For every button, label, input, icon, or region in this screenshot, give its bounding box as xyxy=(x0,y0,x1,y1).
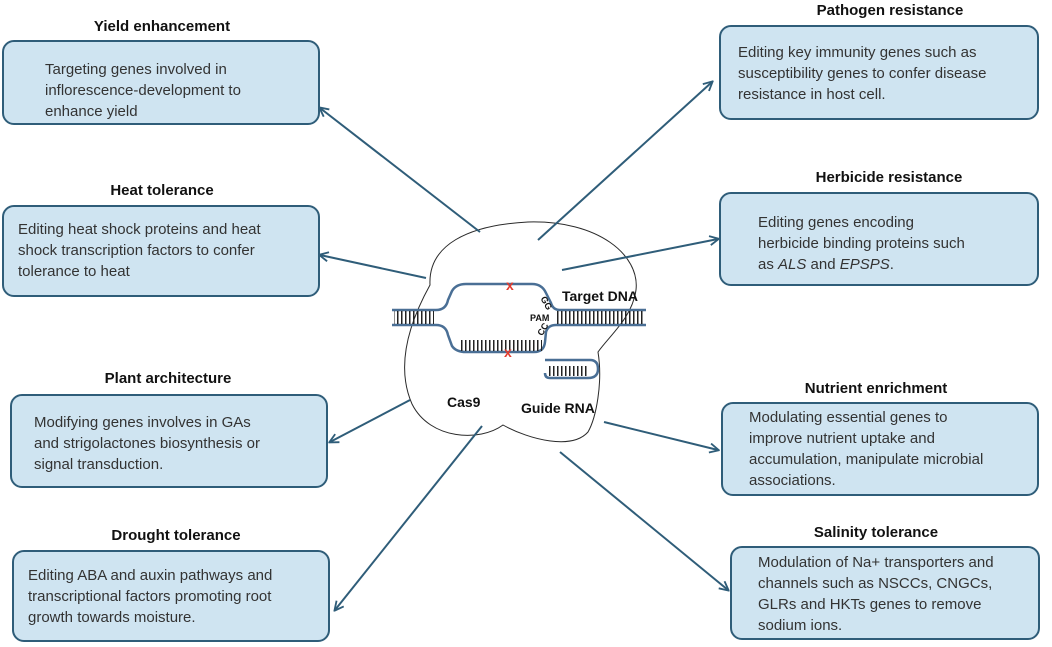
yield-enhancement-title: Yield enhancement xyxy=(93,18,231,35)
cas9-protein-outline xyxy=(404,221,637,443)
arrow-yield xyxy=(320,108,481,233)
salinity-line-4: sodium ions. xyxy=(758,617,843,634)
pathogen-resistance-title: Pathogen resistance xyxy=(816,2,964,19)
pathogen-resistance-card: Editing key immunity genes such as susce… xyxy=(719,25,1039,120)
drought-line-2: transcriptional factors promoting root xyxy=(28,588,272,605)
cut-site-bottom: x xyxy=(504,344,512,360)
drought-line-3: growth towards moisture. xyxy=(28,609,196,626)
pam-bases-bottom: CC xyxy=(535,321,550,338)
target-dna xyxy=(392,282,646,354)
drought-tolerance-title: Drought tolerance xyxy=(111,527,241,544)
yield-line-3: enhance yield xyxy=(45,103,138,120)
herbicide-line-3-pre: as xyxy=(758,256,779,273)
architecture-line-1: Modifying genes involves in GAs xyxy=(34,414,251,431)
salinity-line-2: channels such as NSCCs, CNGCs, xyxy=(758,575,993,592)
salinity-line-3: GLRs and HKTs genes to remove xyxy=(758,596,982,613)
drought-tolerance-card: Editing ABA and auxin pathways and trans… xyxy=(12,550,330,642)
nutrient-line-1: Modulating essential genes to xyxy=(749,409,948,426)
salinity-tolerance-card: Modulation of Na+ transporters and chann… xyxy=(730,546,1040,640)
gene-epsps: EPSPS xyxy=(839,256,890,273)
guide-rna-label: Guide RNA xyxy=(521,400,595,416)
herbicide-resistance-card: Editing genes encoding herbicide binding… xyxy=(719,192,1039,286)
cas9-label: Cas9 xyxy=(447,394,481,410)
arrow-drought xyxy=(335,425,483,610)
nutrient-line-3: accumulation, manipulate microbial xyxy=(749,451,984,468)
heat-line-2: shock transcription factors to confer xyxy=(18,242,255,259)
pathogen-line-1: Editing key immunity genes such as xyxy=(738,44,977,61)
yield-enhancement-card: Targeting genes involved in inflorescenc… xyxy=(2,40,320,125)
herbicide-line-3-mid: and xyxy=(806,256,840,273)
arrow-heat xyxy=(320,255,427,279)
architecture-line-2: and strigolactones biosynthesis or xyxy=(34,435,260,452)
yield-line-2: inflorescence-development to xyxy=(45,82,241,99)
nutrient-enrichment-title: Nutrient enrichment xyxy=(804,380,948,397)
pam-label: PAM xyxy=(530,313,549,323)
cut-site-top: x xyxy=(506,277,514,293)
drought-line-1: Editing ABA and auxin pathways and xyxy=(28,567,273,584)
arrow-salinity xyxy=(559,451,728,590)
plant-architecture-card: Modifying genes involves in GAs and stri… xyxy=(10,394,328,488)
arrow-pathogen xyxy=(537,82,712,241)
guide-rna xyxy=(460,340,600,380)
pathogen-line-2: susceptibility genes to confer disease xyxy=(738,65,987,82)
nutrient-enrichment-card: Modulating essential genes to improve nu… xyxy=(721,402,1039,496)
heat-line-3: tolerance to heat xyxy=(18,263,130,280)
pathogen-line-3: resistance in host cell. xyxy=(738,86,886,103)
plant-architecture-title: Plant architecture xyxy=(104,370,232,387)
pam-bases-top: GG xyxy=(539,295,555,312)
salinity-line-1: Modulation of Na+ transporters and xyxy=(758,554,994,571)
herbicide-line-3-post: . xyxy=(889,256,894,273)
herbicide-line-3: as ALS and EPSPS. xyxy=(758,254,965,275)
nutrient-line-4: associations. xyxy=(749,472,836,489)
gene-als: ALS xyxy=(778,256,807,273)
heat-tolerance-title: Heat tolerance xyxy=(110,182,214,199)
arrow-nutrient xyxy=(603,421,718,450)
herbicide-line-2: herbicide binding proteins such xyxy=(758,235,965,252)
target-dna-label: Target DNA xyxy=(562,288,638,304)
herbicide-line-1: Editing genes encoding xyxy=(758,214,914,231)
salinity-tolerance-title: Salinity tolerance xyxy=(813,524,939,541)
architecture-line-3: signal transduction. xyxy=(34,456,164,473)
heat-tolerance-card: Editing heat shock proteins and heat sho… xyxy=(2,205,320,297)
arrow-herbicide xyxy=(561,239,718,271)
nutrient-line-2: improve nutrient uptake and xyxy=(749,430,935,447)
herbicide-resistance-title: Herbicide resistance xyxy=(815,169,963,186)
arrow-architecture xyxy=(330,399,411,442)
dna-base-pairs-left xyxy=(394,311,434,324)
dna-base-pairs-right xyxy=(556,311,644,324)
heat-line-1: Editing heat shock proteins and heat xyxy=(18,221,261,238)
yield-line-1: Targeting genes involved in xyxy=(45,61,227,78)
